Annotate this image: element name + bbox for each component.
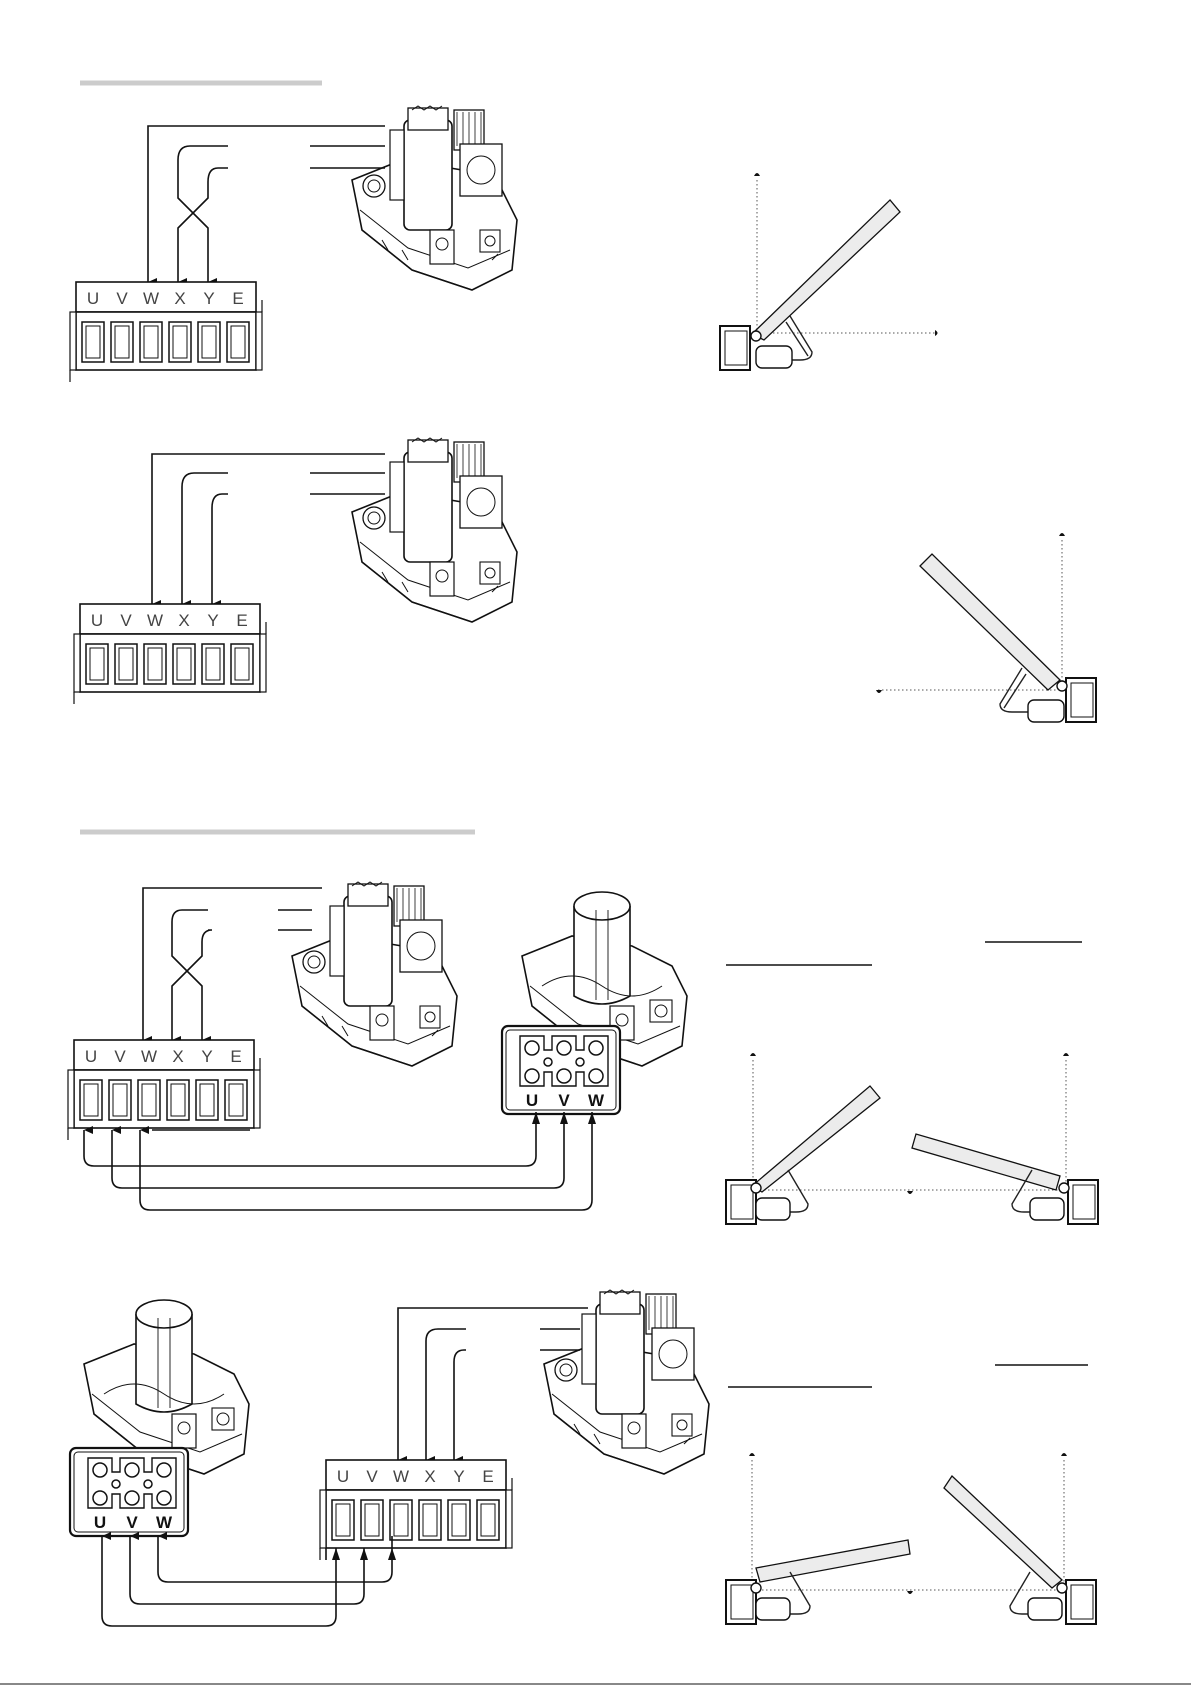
gate-leaf-icon (752, 1086, 880, 1192)
terminal-label-v: V (116, 289, 128, 308)
terminal-label-w: W (143, 289, 159, 308)
connector-label-u: U (526, 1091, 538, 1110)
terminal-label-e: E (232, 289, 243, 308)
terminal-label-u: U (337, 1467, 349, 1486)
terminal-label-v: V (366, 1467, 378, 1486)
terminal-label-y: Y (453, 1467, 464, 1486)
gate-plan-view-2 (876, 533, 1096, 722)
terminal-label-u: U (91, 611, 103, 630)
terminal-label-u: U (85, 1047, 97, 1066)
gate-leaf-icon (944, 1476, 1062, 1588)
terminal-label-y: Y (201, 1047, 212, 1066)
terminal-label-x: X (424, 1467, 435, 1486)
stop-marker-icon (1059, 533, 1065, 536)
gate-plan-view-3 (726, 1053, 1098, 1224)
connector-label-w: W (156, 1513, 173, 1532)
stop-marker-icon (876, 690, 882, 693)
connector-label-w: W (588, 1091, 605, 1110)
motor-control-unit-icon (292, 882, 457, 1066)
gate-pillar-icon (1066, 678, 1096, 722)
stop-marker-icon (1063, 1053, 1069, 1056)
terminal-label-y: Y (203, 289, 214, 308)
connector-label-v: V (126, 1513, 138, 1532)
motor-control-unit-icon (352, 438, 517, 622)
terminal-label-e: E (482, 1467, 493, 1486)
gate-pillar-icon (1068, 1180, 1098, 1224)
terminal-label-x: X (172, 1047, 183, 1066)
gate-leaf-icon (756, 1540, 910, 1582)
stop-marker-icon (907, 1191, 913, 1194)
terminal-label-w: W (147, 611, 163, 630)
gate-leaf-icon (912, 1134, 1060, 1190)
terminal-label-x: X (174, 289, 185, 308)
terminal-label-x: X (178, 611, 189, 630)
terminal-label-v: V (114, 1047, 126, 1066)
connector-label-u: U (94, 1513, 106, 1532)
stop-marker-icon (754, 173, 760, 176)
terminal-label-u: U (87, 289, 99, 308)
terminal-label-y: Y (207, 611, 218, 630)
terminal-label-w: W (393, 1467, 409, 1486)
gate-plan-view-4 (726, 1453, 1096, 1624)
stop-marker-icon (750, 1053, 756, 1056)
motor-control-unit-icon (544, 1290, 709, 1474)
stop-marker-icon (907, 1591, 913, 1594)
connector-label-v: V (558, 1091, 570, 1110)
terminal-label-e: E (236, 611, 247, 630)
stop-marker-icon (935, 330, 938, 336)
stop-marker-icon (1061, 1453, 1067, 1456)
gate-leaf-icon (752, 200, 900, 340)
stop-marker-icon (749, 1453, 755, 1456)
gate-leaf-icon (920, 554, 1060, 690)
gate-pillar-icon (1066, 1580, 1096, 1624)
gate-plan-view-1 (720, 173, 938, 370)
terminal-label-e: E (230, 1047, 241, 1066)
terminal-label-v: V (120, 611, 132, 630)
terminal-label-w: W (141, 1047, 157, 1066)
gate-pillar-icon (720, 326, 750, 370)
motor-control-unit-icon (352, 106, 517, 290)
